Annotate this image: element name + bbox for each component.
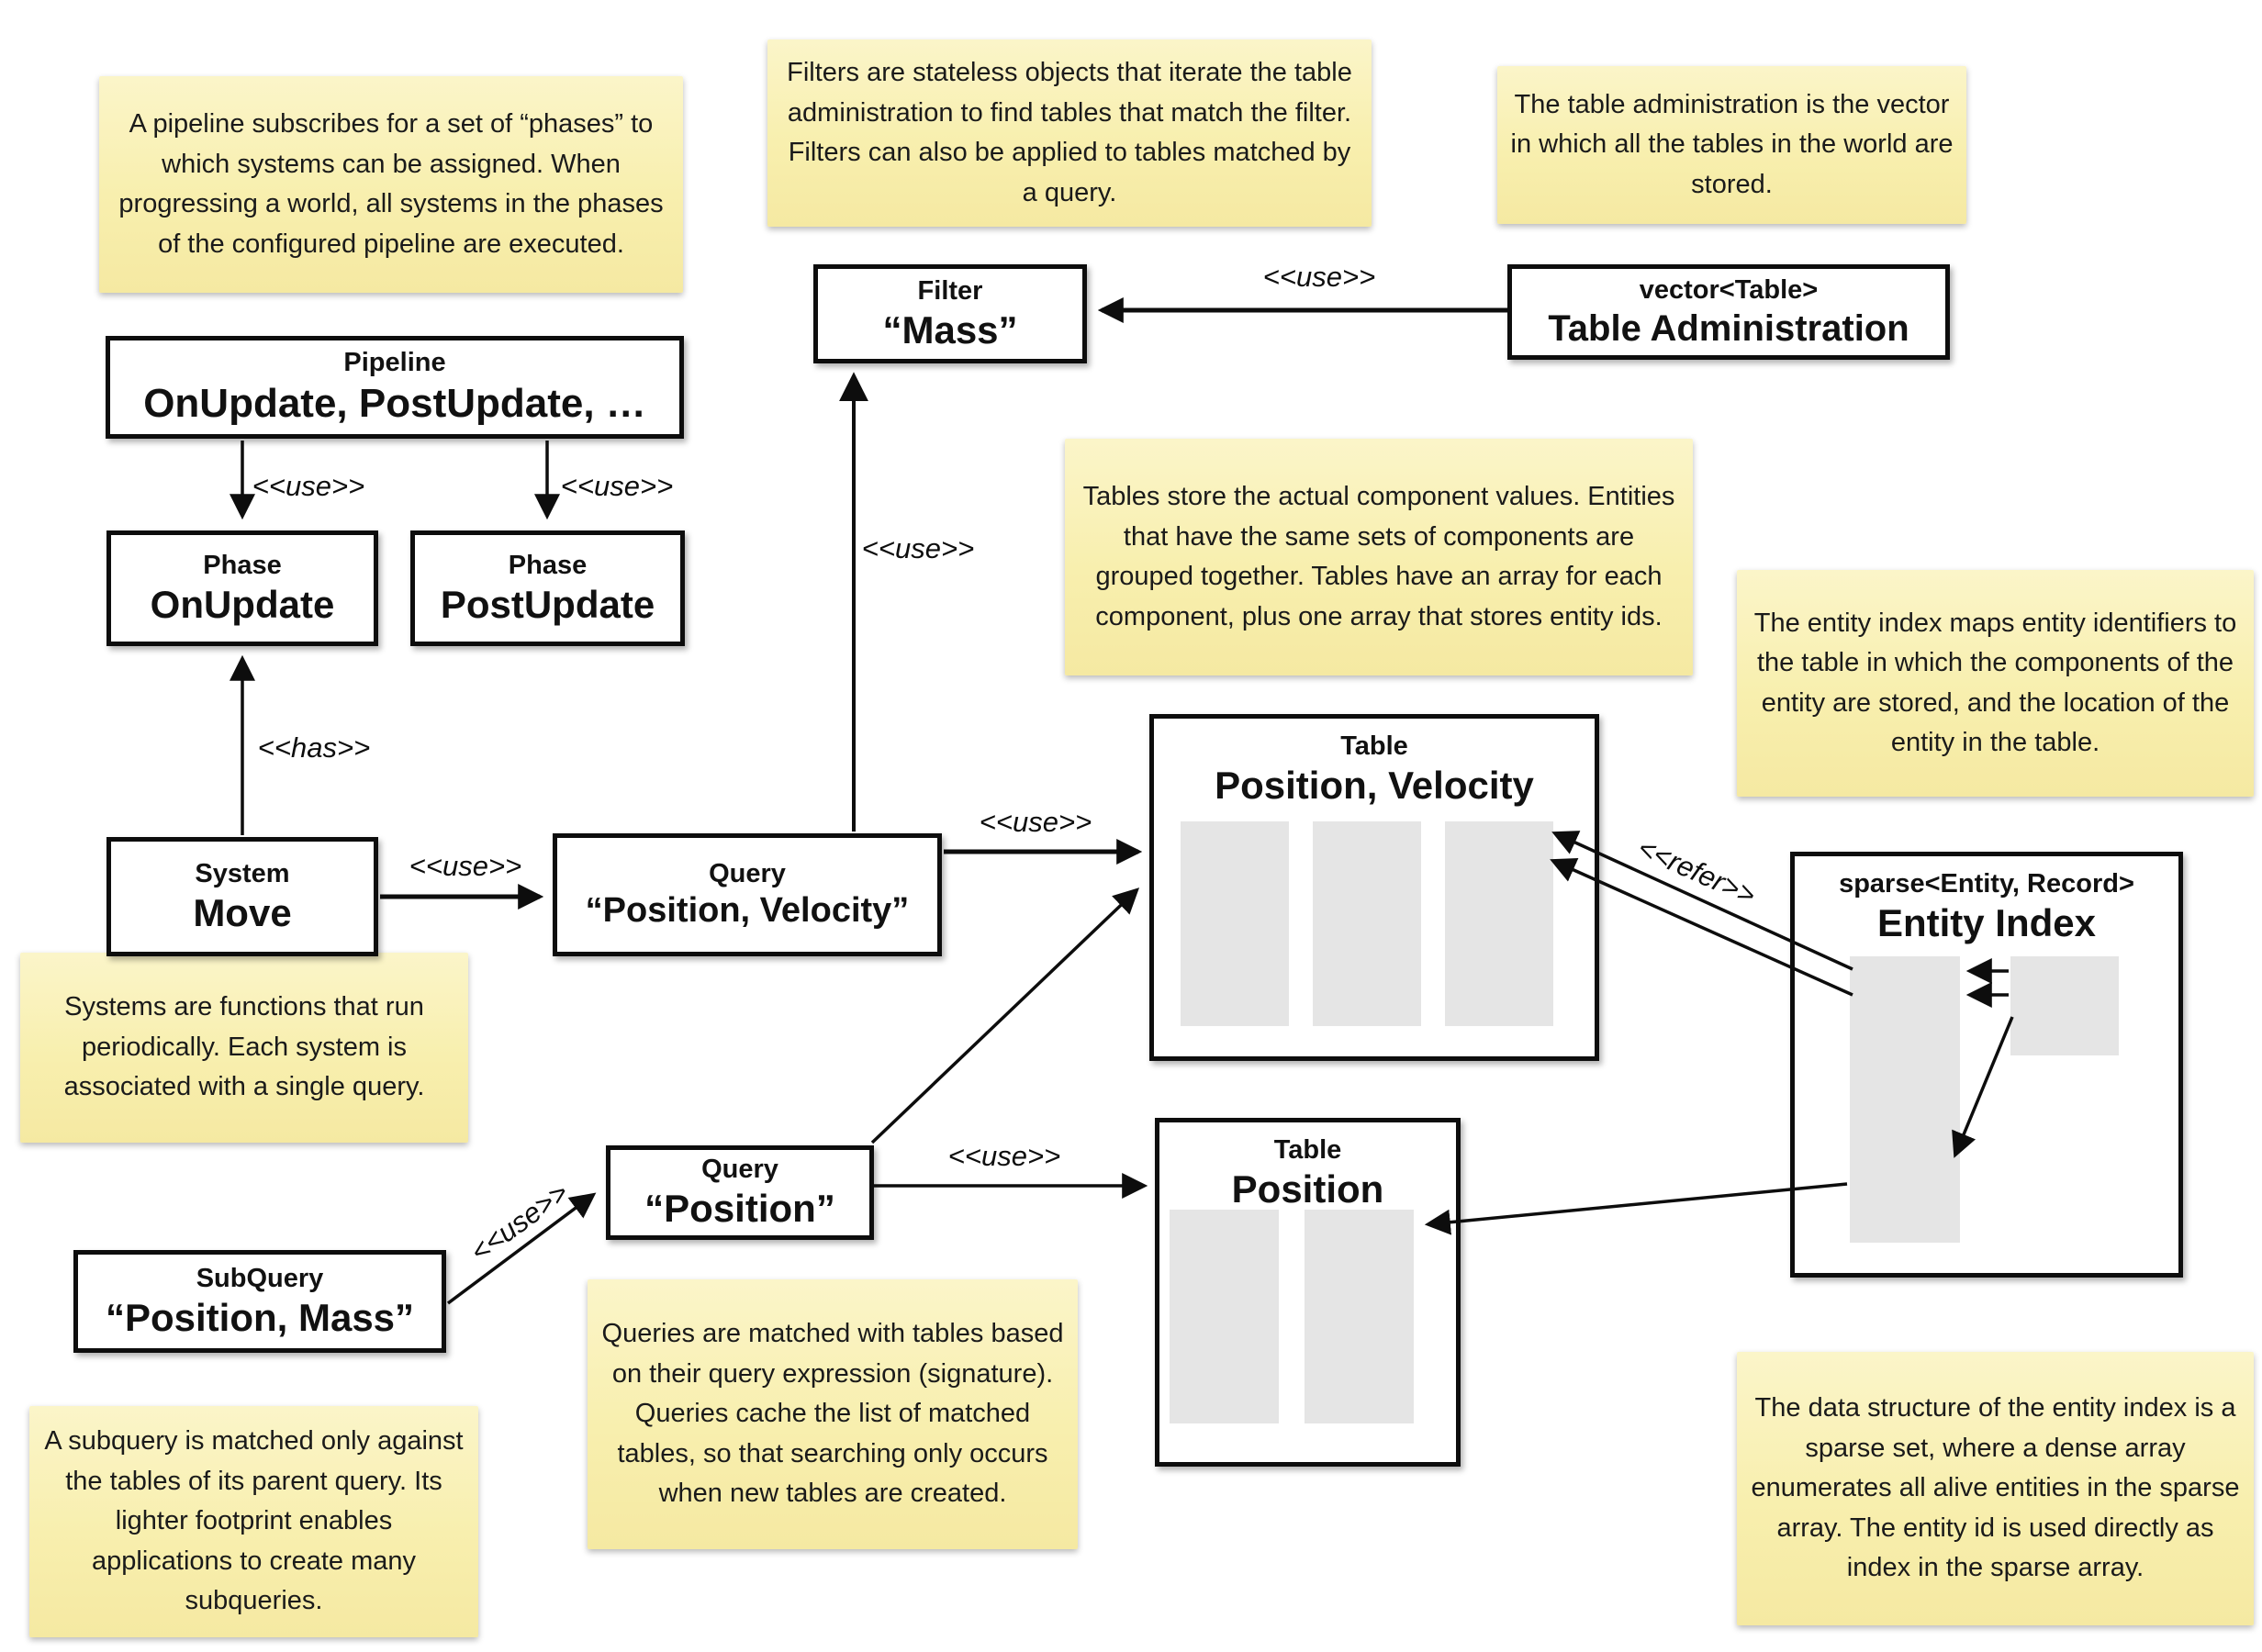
- box-pipeline-stereotype: Pipeline: [343, 348, 446, 378]
- note-pipeline: A pipeline subscribes for a set of “phas…: [99, 76, 683, 293]
- box-query-position-velocity-stereotype: Query: [709, 859, 786, 889]
- box-phase-onupdate-name: OnUpdate: [150, 582, 335, 626]
- box-system-move-name: Move: [193, 890, 292, 934]
- edge-label-subquery-use-querypos: <<use>>: [464, 1176, 575, 1268]
- box-phase-postupdate: Phase PostUpdate: [410, 530, 685, 646]
- box-query-position: Query “Position”: [606, 1145, 874, 1240]
- note-tables: Tables store the actual component values…: [1065, 439, 1693, 675]
- box-phase-postupdate-stereotype: Phase: [508, 550, 588, 580]
- box-table-position-velocity-stereotype: Table: [1340, 731, 1408, 761]
- edge-label-pipeline-postupdate: <<use>>: [560, 470, 674, 502]
- edge-entityindex-tablepos: [1424, 1182, 1848, 1235]
- box-table-position-name: Position: [1231, 1167, 1384, 1211]
- edge-label-entityindex-refer: <<refer>>: [1632, 831, 1761, 912]
- box-subquery-position-mass: SubQuery “Position, Mass”: [73, 1250, 446, 1353]
- note-entity-index: The entity index maps entity identifiers…: [1737, 570, 2254, 797]
- box-phase-onupdate-stereotype: Phase: [203, 550, 282, 580]
- box-entity-index-name: Entity Index: [1876, 901, 2097, 945]
- edge-label-system-has-phase: <<has>>: [257, 731, 371, 764]
- box-filter-mass: Filter “Mass”: [813, 264, 1087, 363]
- box-query-position-velocity-name: “Position, Velocity”: [585, 891, 910, 931]
- box-pipeline-name: OnUpdate, PostUpdate, …: [143, 380, 646, 426]
- edge-label-querypos-use-tablepos: <<use>>: [947, 1140, 1061, 1172]
- box-subquery-position-mass-stereotype: SubQuery: [196, 1263, 324, 1293]
- box-system-move: System Move: [106, 837, 378, 956]
- note-systems: Systems are functions that run periodica…: [20, 953, 468, 1143]
- entity-id-array: [1445, 821, 1553, 1026]
- box-query-position-velocity: Query “Position, Velocity”: [553, 833, 942, 956]
- box-table-administration: vector<Table> Table Administration: [1507, 264, 1950, 360]
- note-table-administration: The table administration is the vector i…: [1497, 66, 1966, 224]
- box-query-position-stereotype: Query: [701, 1155, 778, 1185]
- entity-id-array-2: [1305, 1210, 1414, 1423]
- box-table-position-stereotype: Table: [1273, 1135, 1342, 1165]
- edge-label-pipeline-onupdate: <<use>>: [252, 470, 365, 502]
- dense-array: [2010, 956, 2119, 1055]
- edge-label-querypv-use-tablepv: <<use>>: [979, 806, 1092, 838]
- box-query-position-name: “Position”: [644, 1187, 835, 1231]
- box-filter-mass-stereotype: Filter: [917, 275, 983, 306]
- edge-label-query-use-filter: <<use>>: [861, 532, 975, 564]
- component-array-position-2: [1170, 1210, 1279, 1423]
- box-system-move-stereotype: System: [195, 858, 290, 888]
- box-table-administration-name: Table Administration: [1548, 308, 1909, 350]
- box-pipeline: Pipeline OnUpdate, PostUpdate, …: [106, 336, 684, 439]
- component-array-velocity: [1313, 821, 1421, 1026]
- component-array-position: [1181, 821, 1289, 1026]
- box-table-administration-stereotype: vector<Table>: [1639, 274, 1819, 305]
- box-table-position-velocity-name: Position, Velocity: [1215, 764, 1534, 808]
- edge-label-system-use-query: <<use>>: [409, 850, 522, 882]
- note-subquery: A subquery is matched only against the t…: [29, 1406, 478, 1637]
- note-sparse-set: The data structure of the entity index i…: [1737, 1352, 2254, 1625]
- box-subquery-position-mass-name: “Position, Mass”: [105, 1295, 415, 1339]
- sparse-array: [1850, 956, 1960, 1243]
- box-filter-mass-name: “Mass”: [882, 307, 1018, 352]
- box-phase-onupdate: Phase OnUpdate: [106, 530, 378, 646]
- note-filters: Filters are stateless objects that itera…: [767, 39, 1372, 227]
- box-entity-index-stereotype: sparse<Entity, Record>: [1839, 869, 2134, 899]
- box-phase-postupdate-name: PostUpdate: [440, 582, 655, 626]
- edge-label-tableadmin-use-filter: <<use>>: [1262, 261, 1376, 293]
- note-queries: Queries are matched with tables based on…: [588, 1279, 1078, 1549]
